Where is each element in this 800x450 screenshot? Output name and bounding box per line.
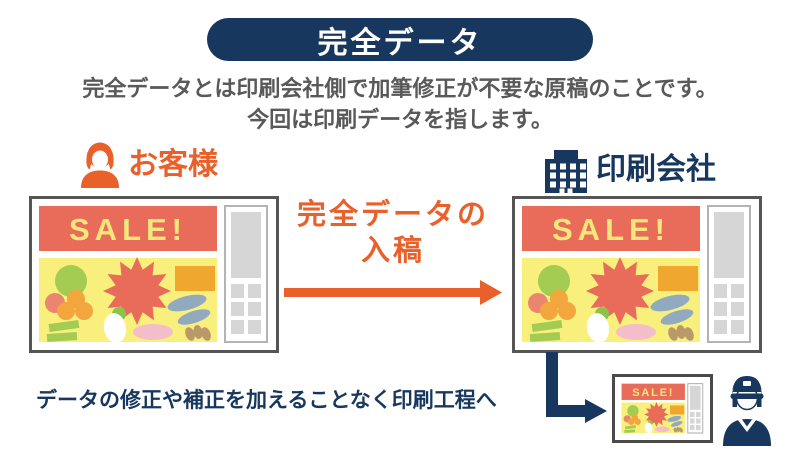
sale-banner-text: SALE! bbox=[632, 387, 674, 399]
bottom-note: データの修正や補正を加えることなく印刷工程へ bbox=[36, 389, 497, 412]
elbow-arrow-icon bbox=[546, 352, 607, 423]
transfer-label: 完全データの 入稿 bbox=[285, 197, 501, 269]
description-line-1: 完全データとは印刷会社側で加筆修正が不要な原稿のことです。 bbox=[82, 76, 718, 101]
page-title: 完全データ bbox=[207, 18, 593, 61]
transfer-label-line-2: 入稿 bbox=[360, 235, 425, 267]
printed-flyer-graphic: SALE! bbox=[618, 380, 707, 437]
flyer-sidebar bbox=[687, 383, 704, 434]
arrow-right-icon bbox=[284, 280, 502, 305]
flyer-illustration bbox=[45, 257, 215, 343]
customer-flyer-graphic: SALE! bbox=[29, 196, 279, 353]
flyer-sidebar bbox=[707, 205, 751, 343]
sale-banner bbox=[39, 206, 217, 251]
description-line-2: 今回は印刷データを指します。 bbox=[247, 107, 553, 132]
flyer-illustration bbox=[528, 257, 698, 343]
printer-flyer-graphic: SALE! bbox=[512, 196, 762, 353]
print-worker-icon bbox=[723, 376, 771, 446]
transfer-label-line-1: 完全データの bbox=[296, 199, 489, 231]
flyer-illustration bbox=[623, 402, 685, 434]
printer-label: 印刷会社 bbox=[596, 153, 716, 186]
sale-banner-text: SALE! bbox=[69, 212, 187, 247]
description-block: 完全データとは印刷会社側で加筆修正が不要な原稿のことです。 今回は印刷データを指… bbox=[0, 73, 800, 135]
sale-banner bbox=[522, 206, 700, 251]
page-title-text: 完全データ bbox=[317, 26, 483, 60]
customer-person-icon bbox=[81, 142, 119, 188]
customer-label: お客様 bbox=[128, 148, 218, 181]
office-building-icon bbox=[545, 150, 587, 193]
flyer-sidebar bbox=[224, 205, 268, 343]
printed-flyer-thumbnail: SALE! bbox=[612, 374, 713, 443]
sale-banner-text: SALE! bbox=[552, 212, 670, 247]
